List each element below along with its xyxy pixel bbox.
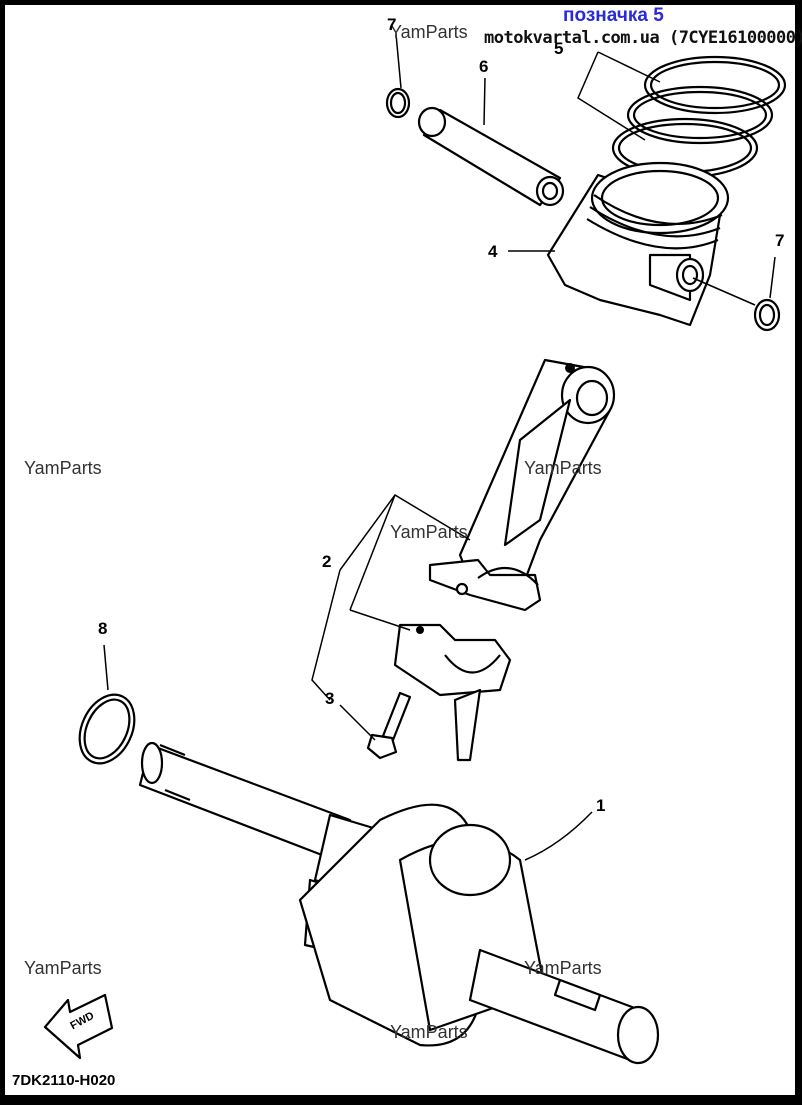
circlip-right-part xyxy=(753,298,781,332)
callout-5[interactable]: 5 xyxy=(554,39,564,58)
header-site-link[interactable]: motokvartal.com.ua (7CYE16100000) xyxy=(484,28,802,48)
rod-bolt-part xyxy=(366,691,412,760)
header-badge: позначка 5 xyxy=(563,5,664,26)
circlip-left-part xyxy=(385,87,411,119)
o-ring-part xyxy=(78,693,136,765)
callout-1[interactable]: 1 xyxy=(596,796,606,815)
leader-lines xyxy=(103,33,776,861)
callout-6[interactable]: 6 xyxy=(479,57,489,76)
callout-4[interactable]: 4 xyxy=(488,242,498,261)
callout-7-right[interactable]: 7 xyxy=(775,231,785,250)
watermark: YamParts xyxy=(390,1022,468,1042)
callout-2[interactable]: 2 xyxy=(322,552,332,571)
watermark: YamParts xyxy=(24,458,102,478)
crankshaft-part xyxy=(138,741,660,1065)
watermark: YamParts xyxy=(390,522,468,542)
callout-7-left[interactable]: 7 xyxy=(387,15,397,34)
connecting-rod-part xyxy=(428,358,616,612)
watermark: YamParts xyxy=(524,958,602,978)
connecting-rod-cap-part xyxy=(393,623,512,762)
fwd-arrow-icon xyxy=(43,993,114,1060)
piston-pin-part xyxy=(417,106,565,207)
diagram-code: 7DK2110-H020 xyxy=(12,1072,116,1089)
watermark: YamParts xyxy=(524,458,602,478)
callout-3[interactable]: 3 xyxy=(325,689,335,708)
piston-rings-part xyxy=(611,55,787,179)
watermark: YamParts xyxy=(24,958,102,978)
piston-part xyxy=(546,161,730,327)
watermark: YamParts xyxy=(390,22,468,42)
callout-8[interactable]: 8 xyxy=(98,619,108,638)
